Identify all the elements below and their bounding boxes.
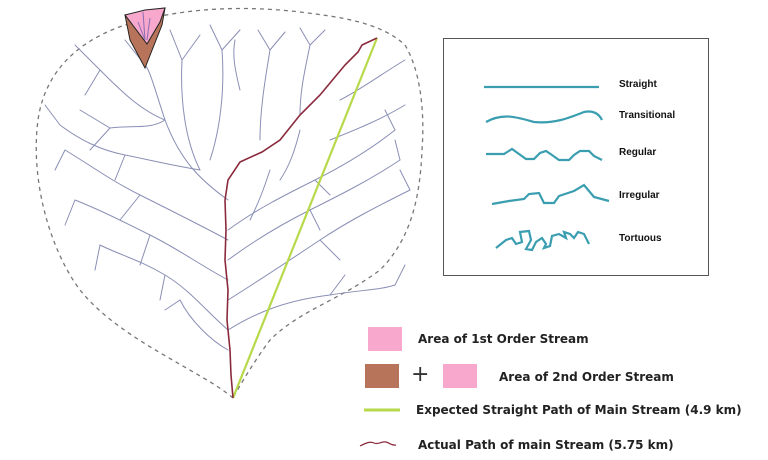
actual-main-stream-path [224, 37, 378, 399]
irregular-wave-icon [491, 183, 610, 206]
first-order-swatch-combined [443, 364, 477, 388]
expected-path-label: Expected Straight Path of Main Stream (4… [416, 403, 742, 417]
tortuous-wave-icon [495, 229, 590, 252]
gentle-wave-icon [485, 110, 603, 124]
first-order-area [124, 7, 166, 45]
basin-boundary [35, 7, 424, 400]
expected-straight-path [231, 37, 379, 399]
plus-sign: + [411, 362, 430, 387]
legend-label-regular: Regular [619, 147, 657, 158]
second-order-swatch [365, 364, 399, 388]
first-order-swatch [368, 327, 402, 351]
sinuosity-legend: Straight Transitional Regular Irregular … [443, 38, 709, 276]
legend-label-straight: Straight [619, 79, 657, 90]
actual-path-key-icon [359, 441, 397, 447]
stream-order-area [124, 7, 166, 70]
expected-path-key-icon [364, 408, 400, 412]
actual-path-label: Actual Path of main Stream (5.75 km) [418, 438, 674, 452]
legend-label-irregular: Irregular [619, 190, 660, 201]
legend-label-tortuous: Tortuous [619, 233, 662, 244]
legend-label-transitional: Transitional [619, 110, 676, 121]
tributary-network [44, 24, 411, 351]
first-order-label: Area of 1st Order Stream [418, 332, 589, 346]
second-order-label: Area of 2nd Order Stream [499, 370, 674, 384]
regular-wave-icon [486, 147, 603, 162]
straight-line-icon [484, 85, 599, 89]
